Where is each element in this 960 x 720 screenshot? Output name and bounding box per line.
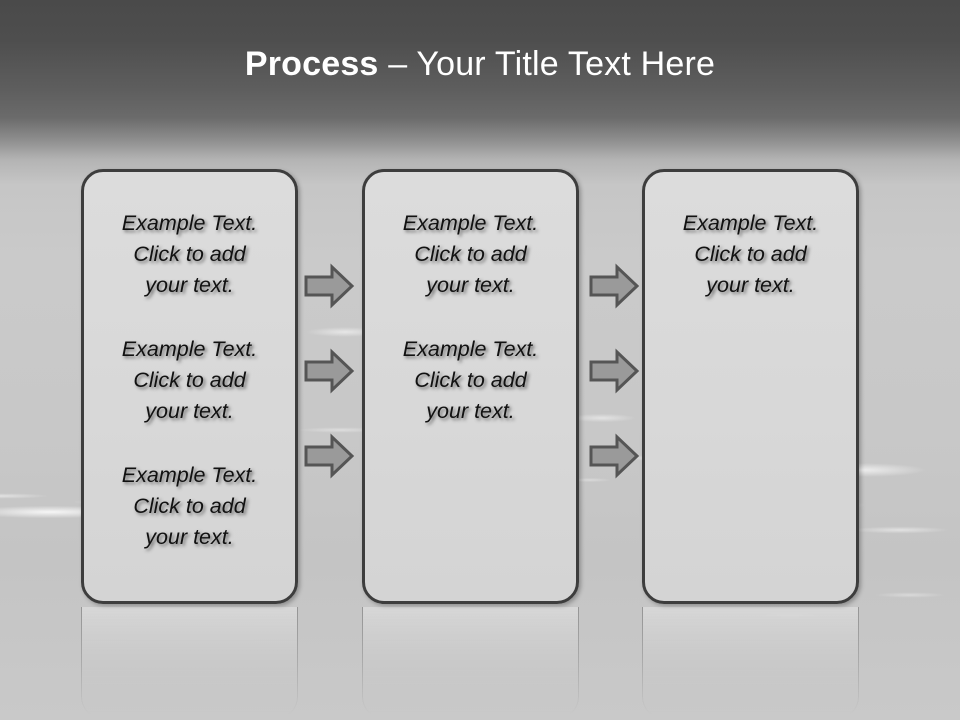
process-box-1-text-3[interactable]: Example Text. Click to add your text. — [121, 463, 258, 549]
slide-title-strong: Process — [244, 45, 379, 83]
process-box-2-reflection — [362, 607, 579, 719]
process-box-2-text-2[interactable]: Example Text. Click to add your text. — [402, 337, 539, 423]
process-box-1-text-1[interactable]: Example Text. Click to add your text. — [121, 211, 258, 297]
process-box-2[interactable]: Example Text. Click to add your text. Ex… — [362, 169, 579, 604]
right-block-arrow-icon[interactable] — [588, 433, 640, 479]
process-box-2-text-1[interactable]: Example Text. Click to add your text. — [402, 211, 539, 297]
process-box-3-reflection — [642, 607, 859, 719]
process-box-3[interactable]: Example Text. Click to add your text. — [642, 169, 859, 604]
right-block-arrow-icon[interactable] — [303, 433, 355, 479]
process-box-1-reflection — [81, 607, 298, 719]
right-block-arrow-icon[interactable] — [303, 263, 355, 309]
slide-title-rest: – Your Title Text Here — [378, 45, 716, 83]
process-box-1-text-2[interactable]: Example Text. Click to add your text. — [121, 337, 258, 423]
right-block-arrow-icon[interactable] — [588, 263, 640, 309]
process-box-3-text-1[interactable]: Example Text. Click to add your text. — [682, 211, 819, 297]
right-block-arrow-icon[interactable] — [303, 348, 355, 394]
right-block-arrow-icon[interactable] — [588, 348, 640, 394]
process-box-1[interactable]: Example Text. Click to add your text. Ex… — [81, 169, 298, 604]
slide-title: Process – Your Title Text Here — [0, 42, 960, 86]
